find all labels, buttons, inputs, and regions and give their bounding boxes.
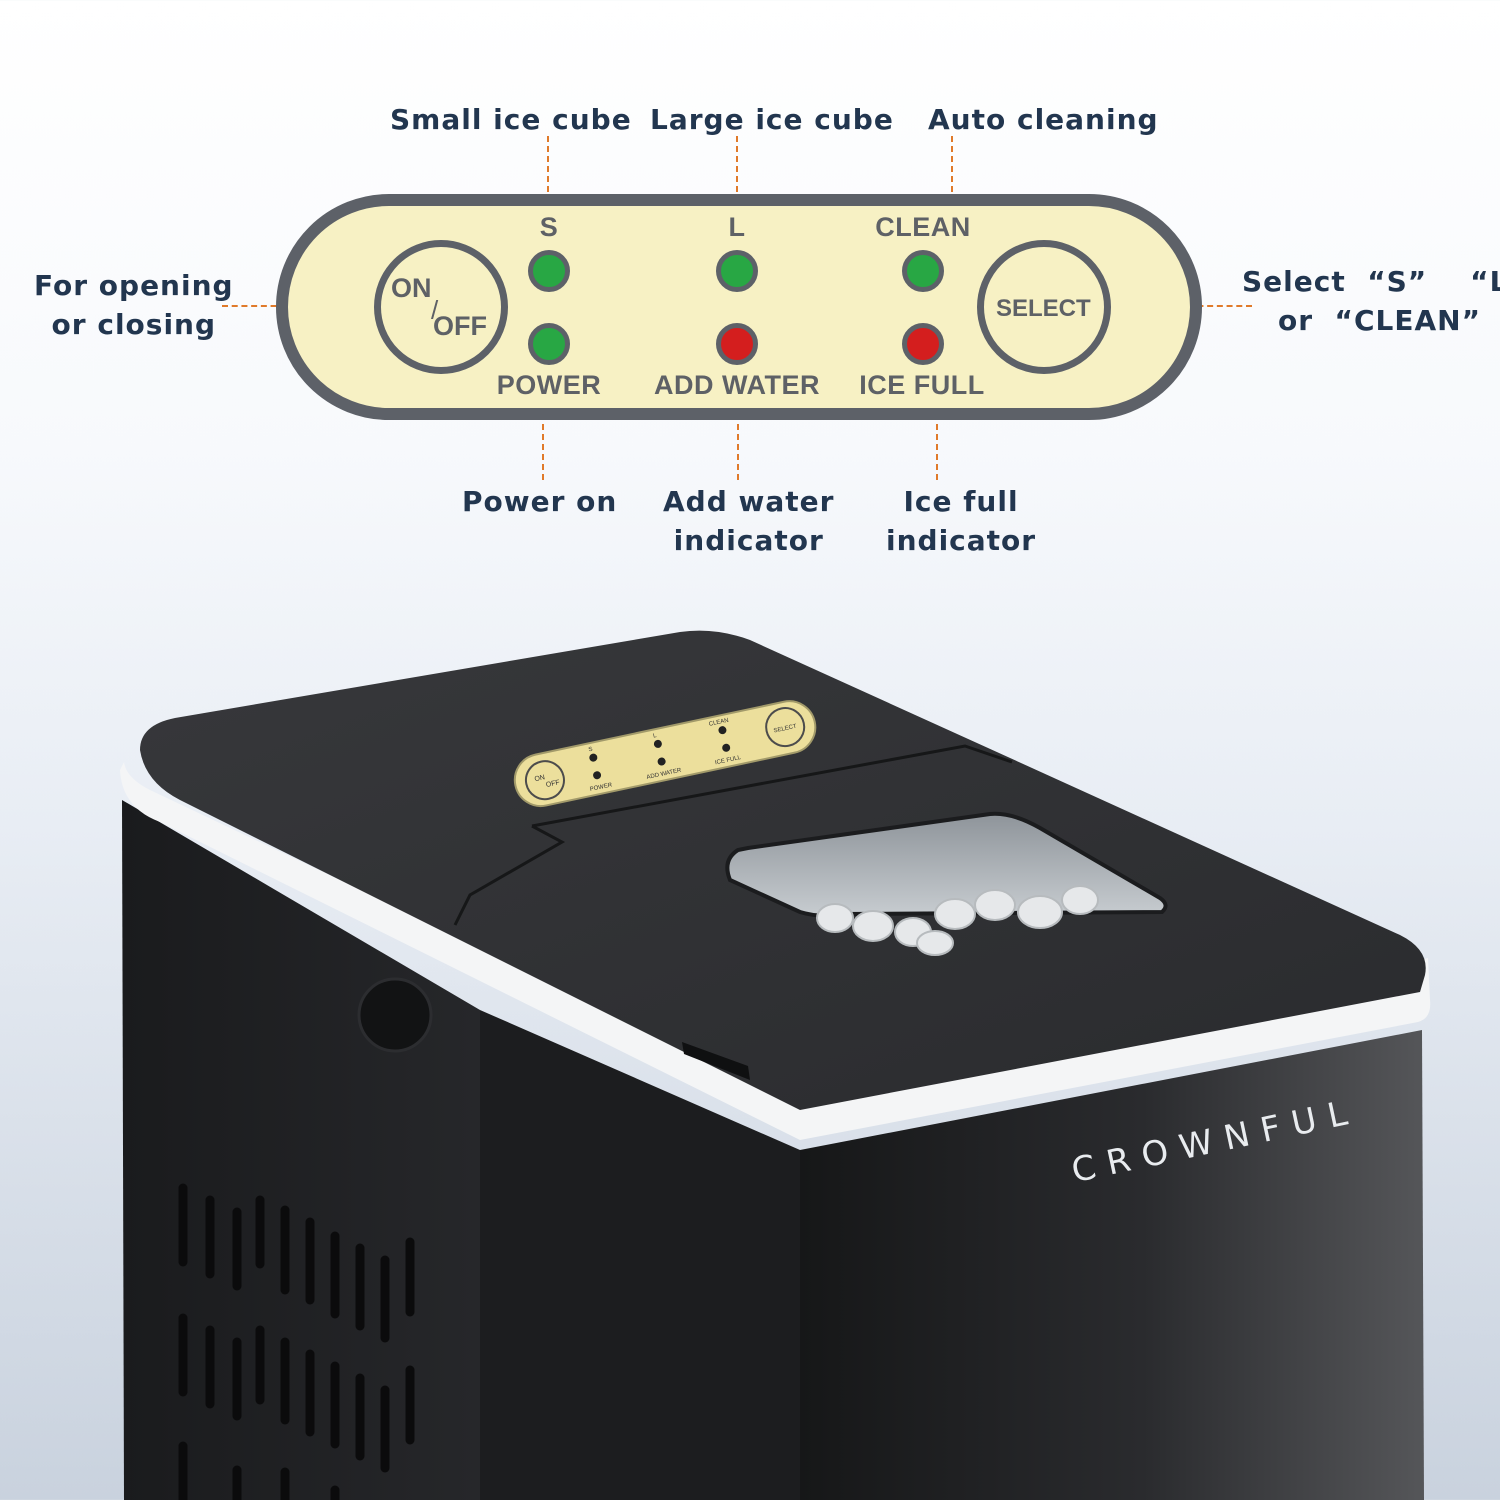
mini-off-label: OFF xyxy=(545,779,560,789)
leader-auto-cleaning xyxy=(951,136,953,212)
mini-led xyxy=(589,753,598,762)
lid-seam xyxy=(453,824,566,926)
mini-power-label: POWER xyxy=(589,782,613,793)
callout-line: indicator xyxy=(886,524,1037,557)
led-small-ice xyxy=(528,250,570,292)
mini-led xyxy=(722,743,731,752)
select-button[interactable]: SELECT xyxy=(977,240,1111,374)
on-label: ON xyxy=(391,273,432,303)
callout-select-modes: Select “S” “L” or “CLEAN” xyxy=(1242,262,1500,340)
mini-on-off-button xyxy=(524,760,565,801)
mini-ice-full-label: ICE FULL xyxy=(715,755,743,766)
label-l: L xyxy=(728,212,746,242)
callout-power-on: Power on xyxy=(462,485,618,518)
led-add-water xyxy=(716,323,758,365)
mini-l-label: L xyxy=(653,733,658,740)
callout-line: Select “S” “L” xyxy=(1242,265,1500,298)
callout-line: indicator xyxy=(673,524,824,557)
off-label: OFF xyxy=(433,311,487,341)
leader-ice-full xyxy=(936,404,938,480)
machine-side-panel xyxy=(122,800,800,1500)
on-off-slash: / xyxy=(431,295,439,325)
leader-power-on xyxy=(542,404,544,480)
callout-ice-full-indicator: Ice full indicator xyxy=(886,482,1036,560)
control-panel: ON / OFF S L CLEAN POWER ADD WATER ICE F… xyxy=(276,194,1202,420)
led-clean xyxy=(902,250,944,292)
leader-small-ice-cube xyxy=(547,136,549,212)
led-ice-full xyxy=(902,323,944,365)
callout-line: or closing xyxy=(51,308,217,341)
lid-handle xyxy=(682,1042,750,1080)
callout-for-opening: For opening or closing xyxy=(34,266,234,344)
mini-s-label: S xyxy=(588,747,593,754)
lid-seam xyxy=(531,744,1013,828)
leader-add-water xyxy=(737,404,739,480)
led-large-ice xyxy=(716,250,758,292)
callout-line: or “CLEAN” xyxy=(1278,304,1481,337)
label-add-water: ADD WATER xyxy=(654,370,820,400)
machine-front-face xyxy=(800,1030,1424,1500)
on-off-button[interactable]: ON / OFF xyxy=(374,240,508,374)
mini-on-label: ON xyxy=(534,774,546,783)
label-clean: CLEAN xyxy=(875,212,971,242)
label-s: S xyxy=(539,212,559,242)
mini-led xyxy=(653,739,662,748)
callout-small-ice-cube: Small ice cube xyxy=(390,103,632,136)
callout-add-water-indicator: Add water indicator xyxy=(663,482,834,560)
callout-large-ice-cube: Large ice cube xyxy=(650,103,894,136)
mini-select-button xyxy=(765,707,806,748)
drain-knob xyxy=(357,977,433,1053)
callout-line: Ice full xyxy=(903,485,1019,518)
select-label: SELECT xyxy=(996,295,1091,322)
mini-select-label: SELECT xyxy=(773,724,797,735)
mini-led xyxy=(657,757,666,766)
callout-line: Add water xyxy=(663,485,835,518)
callout-auto-cleaning: Auto cleaning xyxy=(928,103,1159,136)
ice-cubes xyxy=(816,885,1099,956)
callout-line: For opening xyxy=(34,269,234,302)
mini-control-panel: ON OFF SELECT S L CLEAN POWER ADD WATER … xyxy=(513,700,817,808)
viewing-window xyxy=(725,811,1168,918)
mini-led xyxy=(718,726,727,735)
label-ice-full: ICE FULL xyxy=(859,370,985,400)
mini-clean-label: CLEAN xyxy=(708,718,729,728)
leader-large-ice-cube xyxy=(736,136,738,212)
label-power: POWER xyxy=(496,370,602,400)
vent-slots xyxy=(178,1183,415,1500)
mini-led xyxy=(593,771,602,780)
led-power xyxy=(528,323,570,365)
